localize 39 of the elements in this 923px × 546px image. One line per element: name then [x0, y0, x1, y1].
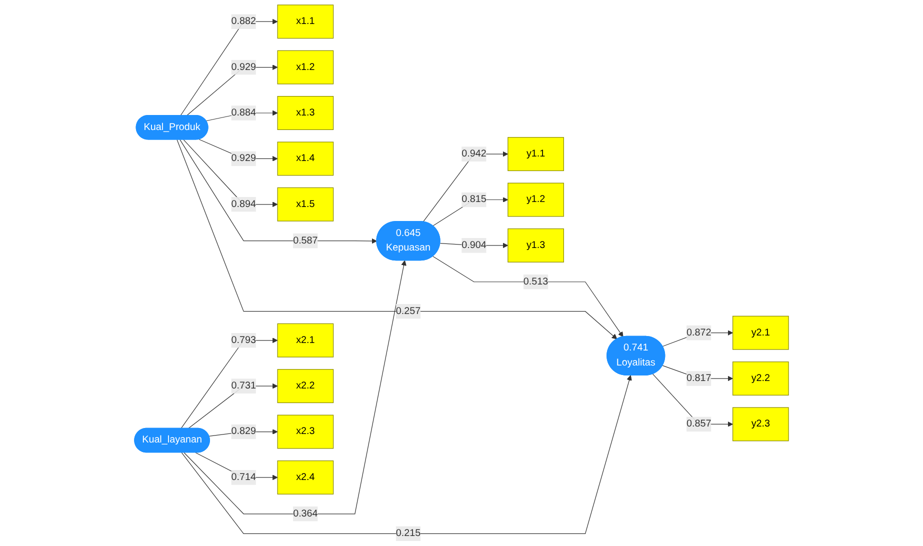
- node-box: x1.5: [277, 187, 334, 222]
- node-box: y2.2: [732, 362, 789, 396]
- edge-label: 0.587: [293, 235, 318, 246]
- edge-label: 0.929: [231, 153, 256, 164]
- node-box: x1.4: [277, 142, 334, 176]
- edge-label: 0.882: [231, 16, 256, 27]
- node-box: x1.1: [277, 4, 334, 39]
- node-box: x2.1: [277, 323, 334, 358]
- edge-label: 0.364: [293, 508, 318, 519]
- edge-label: 0.731: [231, 380, 256, 392]
- edge-label: 0.884: [231, 107, 256, 118]
- arrow: [432, 256, 624, 338]
- edge-label: 0.793: [231, 334, 256, 346]
- edge-label: 0.872: [686, 327, 712, 338]
- edge-label: 0.829: [231, 426, 256, 437]
- node-box: y1.1: [508, 137, 564, 172]
- node-box: x2.3: [277, 414, 334, 449]
- arrow: [184, 260, 406, 514]
- edge-label: 0.817: [686, 372, 712, 384]
- arrow: [181, 375, 632, 534]
- edge-label: 0.815: [462, 194, 486, 205]
- node-box: y1.2: [508, 182, 564, 217]
- edge-label: 0.894: [231, 198, 256, 210]
- node-box: x2.4: [277, 460, 334, 494]
- node-box: y1.3: [508, 228, 564, 262]
- edge-label: 0.857: [686, 418, 712, 430]
- edge-label: 0.929: [231, 62, 256, 72]
- node-box: y2.1: [732, 316, 789, 350]
- edge-label: 0.257: [396, 306, 421, 316]
- edge-label: 0.904: [462, 240, 486, 250]
- node-box: y2.3: [732, 407, 789, 442]
- edge-label: 0.714: [231, 472, 256, 482]
- arrow: [422, 151, 508, 222]
- edge-label: 0.215: [396, 528, 421, 539]
- node-box: x1.2: [277, 50, 334, 84]
- edge-label: 0.942: [462, 148, 486, 159]
- node-box: x2.2: [277, 369, 334, 404]
- node-box: x1.3: [277, 96, 334, 130]
- edge-label: 0.513: [523, 276, 548, 287]
